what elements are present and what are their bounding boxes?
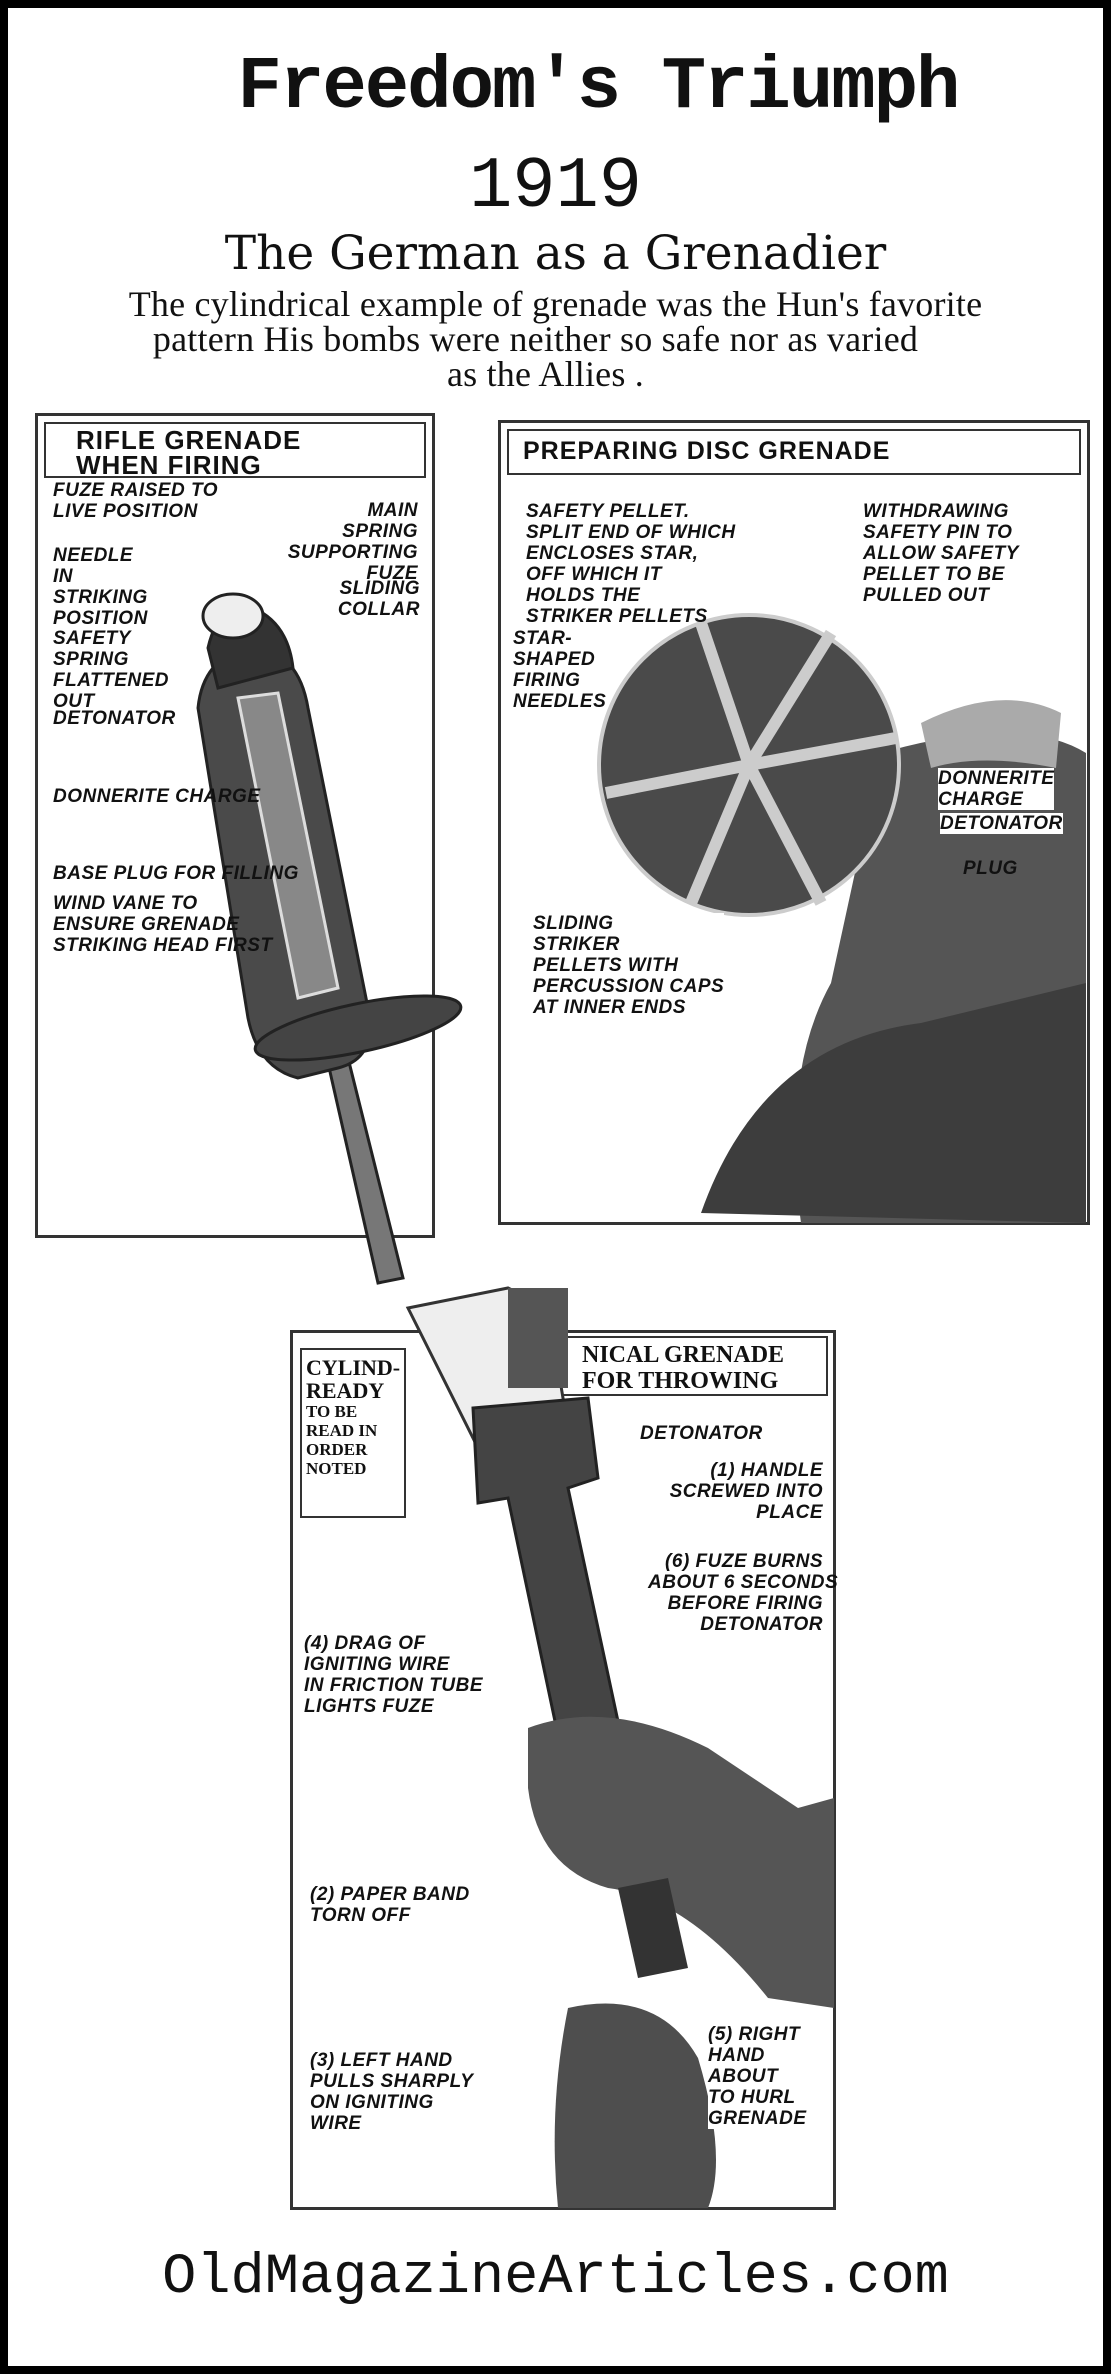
label-fuze-raised: FUZE RAISED TO LIVE POSITION: [53, 480, 218, 522]
label-donnerite: DONNERITE CHARGE: [53, 786, 261, 807]
year: 1919: [469, 146, 642, 228]
label-detonator: DETONATOR: [53, 708, 176, 729]
label-detonator: DETONATOR: [640, 1423, 763, 1444]
panel-header-line: FOR THROWING: [582, 1368, 779, 1394]
article-subtitle: The German as a Grenadier: [224, 226, 887, 281]
panel-header: RIFLE GRENADE WHEN FIRING: [44, 422, 426, 478]
reading-note: TO BE READ IN ORDER NOTED: [306, 1402, 378, 1478]
panel-header-line: NICAL GRENADE: [582, 1342, 785, 1368]
description-line: pattern His bombs were neither so safe n…: [152, 319, 919, 359]
label-fuze-burns: (6) FUZE BURNS ABOUT 6 SECONDS BEFORE FI…: [648, 1551, 839, 1635]
label-base-plug: BASE PLUG FOR FILLING: [53, 863, 299, 884]
panel-header-right: NICAL GRENADE FOR THROWING: [528, 1336, 828, 1396]
label-paper-band: (2) PAPER BAND TORN OFF: [310, 1884, 470, 1926]
description-line: as the Allies .: [447, 354, 644, 394]
label-withdrawing-pin: WITHDRAWING SAFETY PIN TO ALLOW SAFETY P…: [863, 501, 1019, 606]
label-safety-pellet: SAFETY PELLET. SPLIT END OF WHICH ENCLOS…: [526, 501, 736, 627]
label-detonator: DETONATOR: [940, 813, 1063, 834]
disc-grenade-panel: PREPARING DISC GRENADE: [498, 420, 1090, 1225]
panel-header-line: RIFLE GRENADE: [76, 425, 302, 455]
rifle-grenade-illustration: [196, 592, 463, 1285]
description-line: The cylindrical example of grenade was t…: [128, 284, 983, 324]
label-needle: NEEDLE IN STRIKING POSITION: [53, 545, 148, 629]
disc-grenade-illustration: [597, 613, 1086, 1223]
label-drag-igniting-wire: (4) DRAG OF IGNITING WIRE IN FRICTION TU…: [304, 1633, 483, 1717]
label-donnerite: DONNERITE CHARGE: [938, 768, 1055, 810]
page-title: Freedom's Triumph: [237, 46, 961, 130]
panel-header-line: READY: [306, 1378, 385, 1403]
label-main-spring: MAIN SPRING SUPPORTING FUZE: [287, 500, 418, 584]
label-plug: PLUG: [963, 858, 1018, 879]
label-wind-vane: WIND VANE TO ENSURE GRENADE STRIKING HEA…: [53, 893, 273, 956]
site-watermark: OldMagazineArticles.com: [162, 2246, 949, 2310]
panel-header-line: WHEN FIRING: [76, 450, 262, 480]
label-handle-screwed: (1) HANDLE SCREWED INTO PLACE: [669, 1460, 823, 1523]
cylindrical-grenade-illustration: [405, 1286, 834, 2208]
label-left-hand: (3) LEFT HAND PULLS SHARPLY ON IGNITING …: [310, 2050, 474, 2134]
panel-header: PREPARING DISC GRENADE: [507, 429, 1081, 475]
label-sliding-striker: SLIDING STRIKER PELLETS WITH PERCUSSION …: [533, 913, 725, 1018]
panel-header-line: CYLIND-: [306, 1355, 401, 1380]
label-safety-spring: SAFETY SPRING FLATTENED OUT: [53, 628, 170, 712]
label-sliding-collar: SLIDING COLLAR: [337, 578, 420, 620]
label-star-needles: STAR- SHAPED FIRING NEEDLES: [513, 628, 607, 712]
reading-note-box: CYLIND- READY TO BE READ IN ORDER NOTED: [300, 1348, 406, 1518]
label-right-hand: (5) RIGHT HAND ABOUT TO HURL GRENADE: [708, 2024, 807, 2129]
